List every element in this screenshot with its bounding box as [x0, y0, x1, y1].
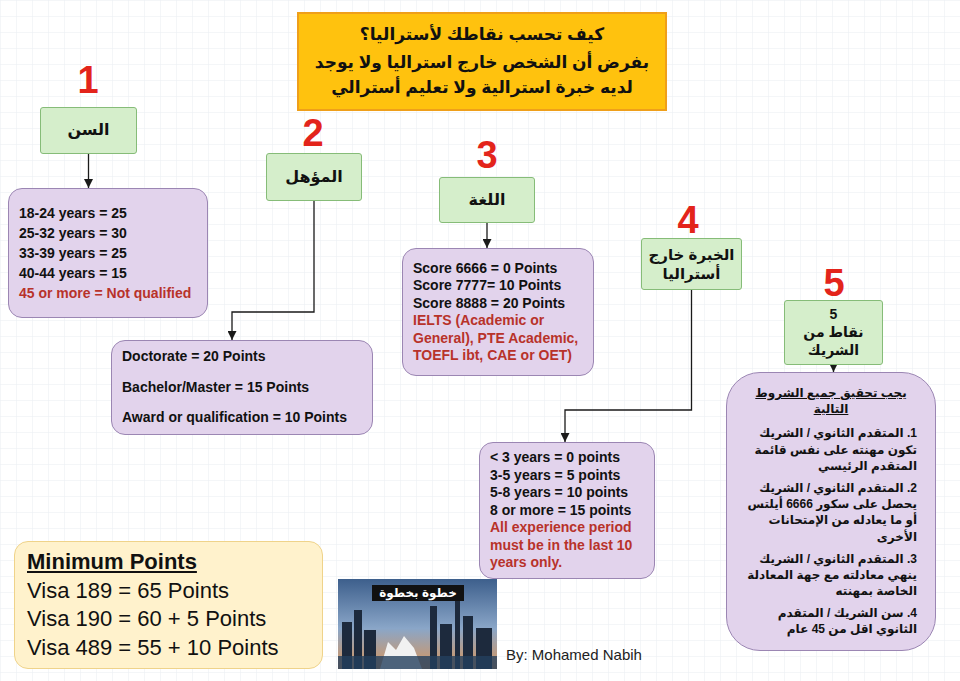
box-line: 1. المتقدم الثانوي / الشريك تكون مهنته ع… [745, 425, 917, 474]
step-box: 5نقاط من الشريك [784, 300, 883, 365]
step-box: المؤهل [266, 153, 362, 201]
logo-text: خطوة بخطوة [372, 585, 464, 601]
box-heading: يجب تحقيق جميع الشروط التالية [745, 385, 917, 417]
callout-number: 4 [668, 198, 708, 244]
box-line: Visa 189 = 65 Points [27, 577, 310, 606]
box-heading: الخبرة خارج أستراليا [646, 245, 737, 284]
connector-arrow [486, 223, 487, 248]
box-line: 3. المتقدم الثانوي / الشريك ينهي معادلته… [745, 551, 917, 600]
callout-number: 3 [467, 133, 507, 179]
box-line: IELTS (Academic or General), PTE Academi… [413, 312, 583, 365]
box-heading: كيف تحسب نقاطك لأستراليا؟ [311, 22, 653, 48]
connector-arrow [88, 154, 89, 188]
points-box: < 3 years = 0 points3-5 years = 5 points… [479, 442, 655, 579]
box-line: Score 7777= 10 Points [413, 277, 583, 295]
callout-number: 2 [293, 111, 333, 157]
box-line: 3-5 years = 5 points [490, 467, 644, 485]
author-credit: By: Mohamed Nabih [506, 646, 676, 664]
step-box: السن [40, 107, 137, 154]
logo-water [338, 656, 497, 669]
box-heading: Doctorate = 20 Points [122, 348, 362, 366]
points-box: 18-24 years = 2525-32 years = 3033-39 ye… [8, 188, 208, 318]
connector-arrow [232, 201, 314, 340]
box-line: بفرض أن الشخص خارج استراليا ولا يوجد لدي… [311, 50, 653, 101]
step-box: اللغة [439, 177, 535, 223]
title-box: كيف تحسب نقاطك لأستراليا؟بفرض أن الشخص خ… [297, 12, 667, 111]
box-heading: 18-24 years = 25 [19, 203, 197, 223]
box-line: Bachelor/Master = 15 Points [122, 379, 362, 397]
box-line: نقاط من الشريك [789, 323, 878, 359]
box-line: Visa 489 = 55 + 10 Points [27, 634, 310, 663]
box-heading: Score 6666 = 0 Points [413, 260, 583, 278]
box-line: All experience period must be in the las… [490, 519, 644, 572]
points-box: Doctorate = 20 PointsBachelor/Master = 1… [111, 340, 373, 435]
box-line: 4. سن الشريك / المتقدم الثانوي اقل من 45… [745, 605, 917, 637]
box-line: 33-39 years = 25 [19, 243, 197, 263]
box-heading: Minimum Points [27, 548, 310, 577]
callout-number: 1 [68, 58, 108, 104]
box-line: Visa 190 = 60 + 5 Points [27, 605, 310, 634]
callout-number: 5 [814, 261, 854, 307]
box-heading: < 3 years = 0 points [490, 449, 644, 467]
step-box: الخبرة خارج أستراليا [641, 238, 742, 290]
box-heading: السن [45, 120, 132, 141]
logo-sky [338, 579, 497, 669]
box-heading: اللغة [444, 190, 530, 211]
minimum-box: Minimum PointsVisa 189 = 65 PointsVisa 1… [14, 541, 323, 669]
box-heading: المؤهل [271, 167, 357, 188]
box-line: 40-44 years = 15 [19, 263, 197, 283]
box-line: 45 or more = Not qualified [19, 283, 197, 303]
box-line: 2. المتقدم الثانوي / الشريك يحصل على سكو… [745, 480, 917, 545]
box-heading: 5 [789, 305, 878, 323]
box-line: 8 or more = 15 points [490, 502, 644, 520]
conditions-box: يجب تحقيق جميع الشروط التالية 1. المتقدم … [726, 372, 936, 651]
box-line: Score 8888 = 20 Points [413, 295, 583, 313]
box-line: Award or qualification = 10 Points [122, 409, 362, 427]
points-box: Score 6666 = 0 PointsScore 7777= 10 Poin… [402, 248, 594, 376]
box-line: 25-32 years = 30 [19, 223, 197, 243]
connector-arrow [833, 365, 834, 372]
box-line: 5-8 years = 10 points [490, 484, 644, 502]
